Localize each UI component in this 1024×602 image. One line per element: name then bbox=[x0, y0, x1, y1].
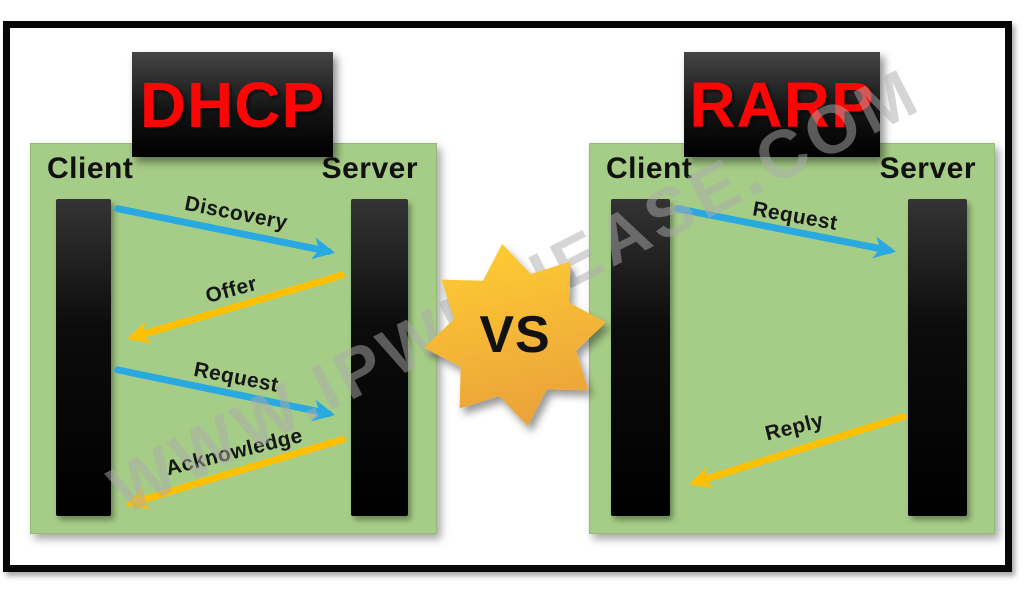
rarp-server-label: Server bbox=[879, 152, 976, 185]
dhcp-server-lifeline bbox=[351, 199, 408, 516]
dhcp-title-box: DHCP bbox=[132, 52, 333, 157]
dhcp-sequence-panel: Client Server Discovery Offer Request Ac… bbox=[30, 143, 437, 534]
dhcp-acknowledge-arrow bbox=[125, 435, 346, 510]
vs-label: VS bbox=[479, 306, 550, 364]
rarp-client-label: Client bbox=[606, 152, 693, 185]
rarp-sequence-panel: Client Server Request Reply bbox=[589, 143, 995, 534]
rarp-reply-arrow bbox=[689, 413, 907, 489]
rarp-message-arrows: Request Reply bbox=[674, 197, 907, 489]
dhcp-discovery-arrow bbox=[114, 205, 336, 260]
rarp-server-lifeline bbox=[908, 199, 967, 516]
rarp-title: RARP bbox=[689, 68, 875, 141]
dhcp-request-arrow bbox=[114, 366, 336, 422]
dhcp-server-label: Server bbox=[321, 152, 418, 185]
star-shape-icon bbox=[423, 243, 607, 427]
dhcp-message-arrows: Discovery Offer Request Acknowledge bbox=[114, 192, 346, 510]
rarp-title-box: RARP bbox=[684, 52, 880, 157]
rarp-client-lifeline bbox=[611, 199, 670, 516]
dhcp-title: DHCP bbox=[139, 68, 326, 141]
dhcp-client-label: Client bbox=[47, 152, 134, 185]
rarp-request-arrow bbox=[674, 205, 897, 259]
vs-badge: VS bbox=[423, 243, 607, 427]
rarp-reply-label: Reply bbox=[763, 409, 826, 446]
dhcp-offer-arrow bbox=[127, 271, 345, 344]
dhcp-client-lifeline bbox=[56, 199, 111, 516]
